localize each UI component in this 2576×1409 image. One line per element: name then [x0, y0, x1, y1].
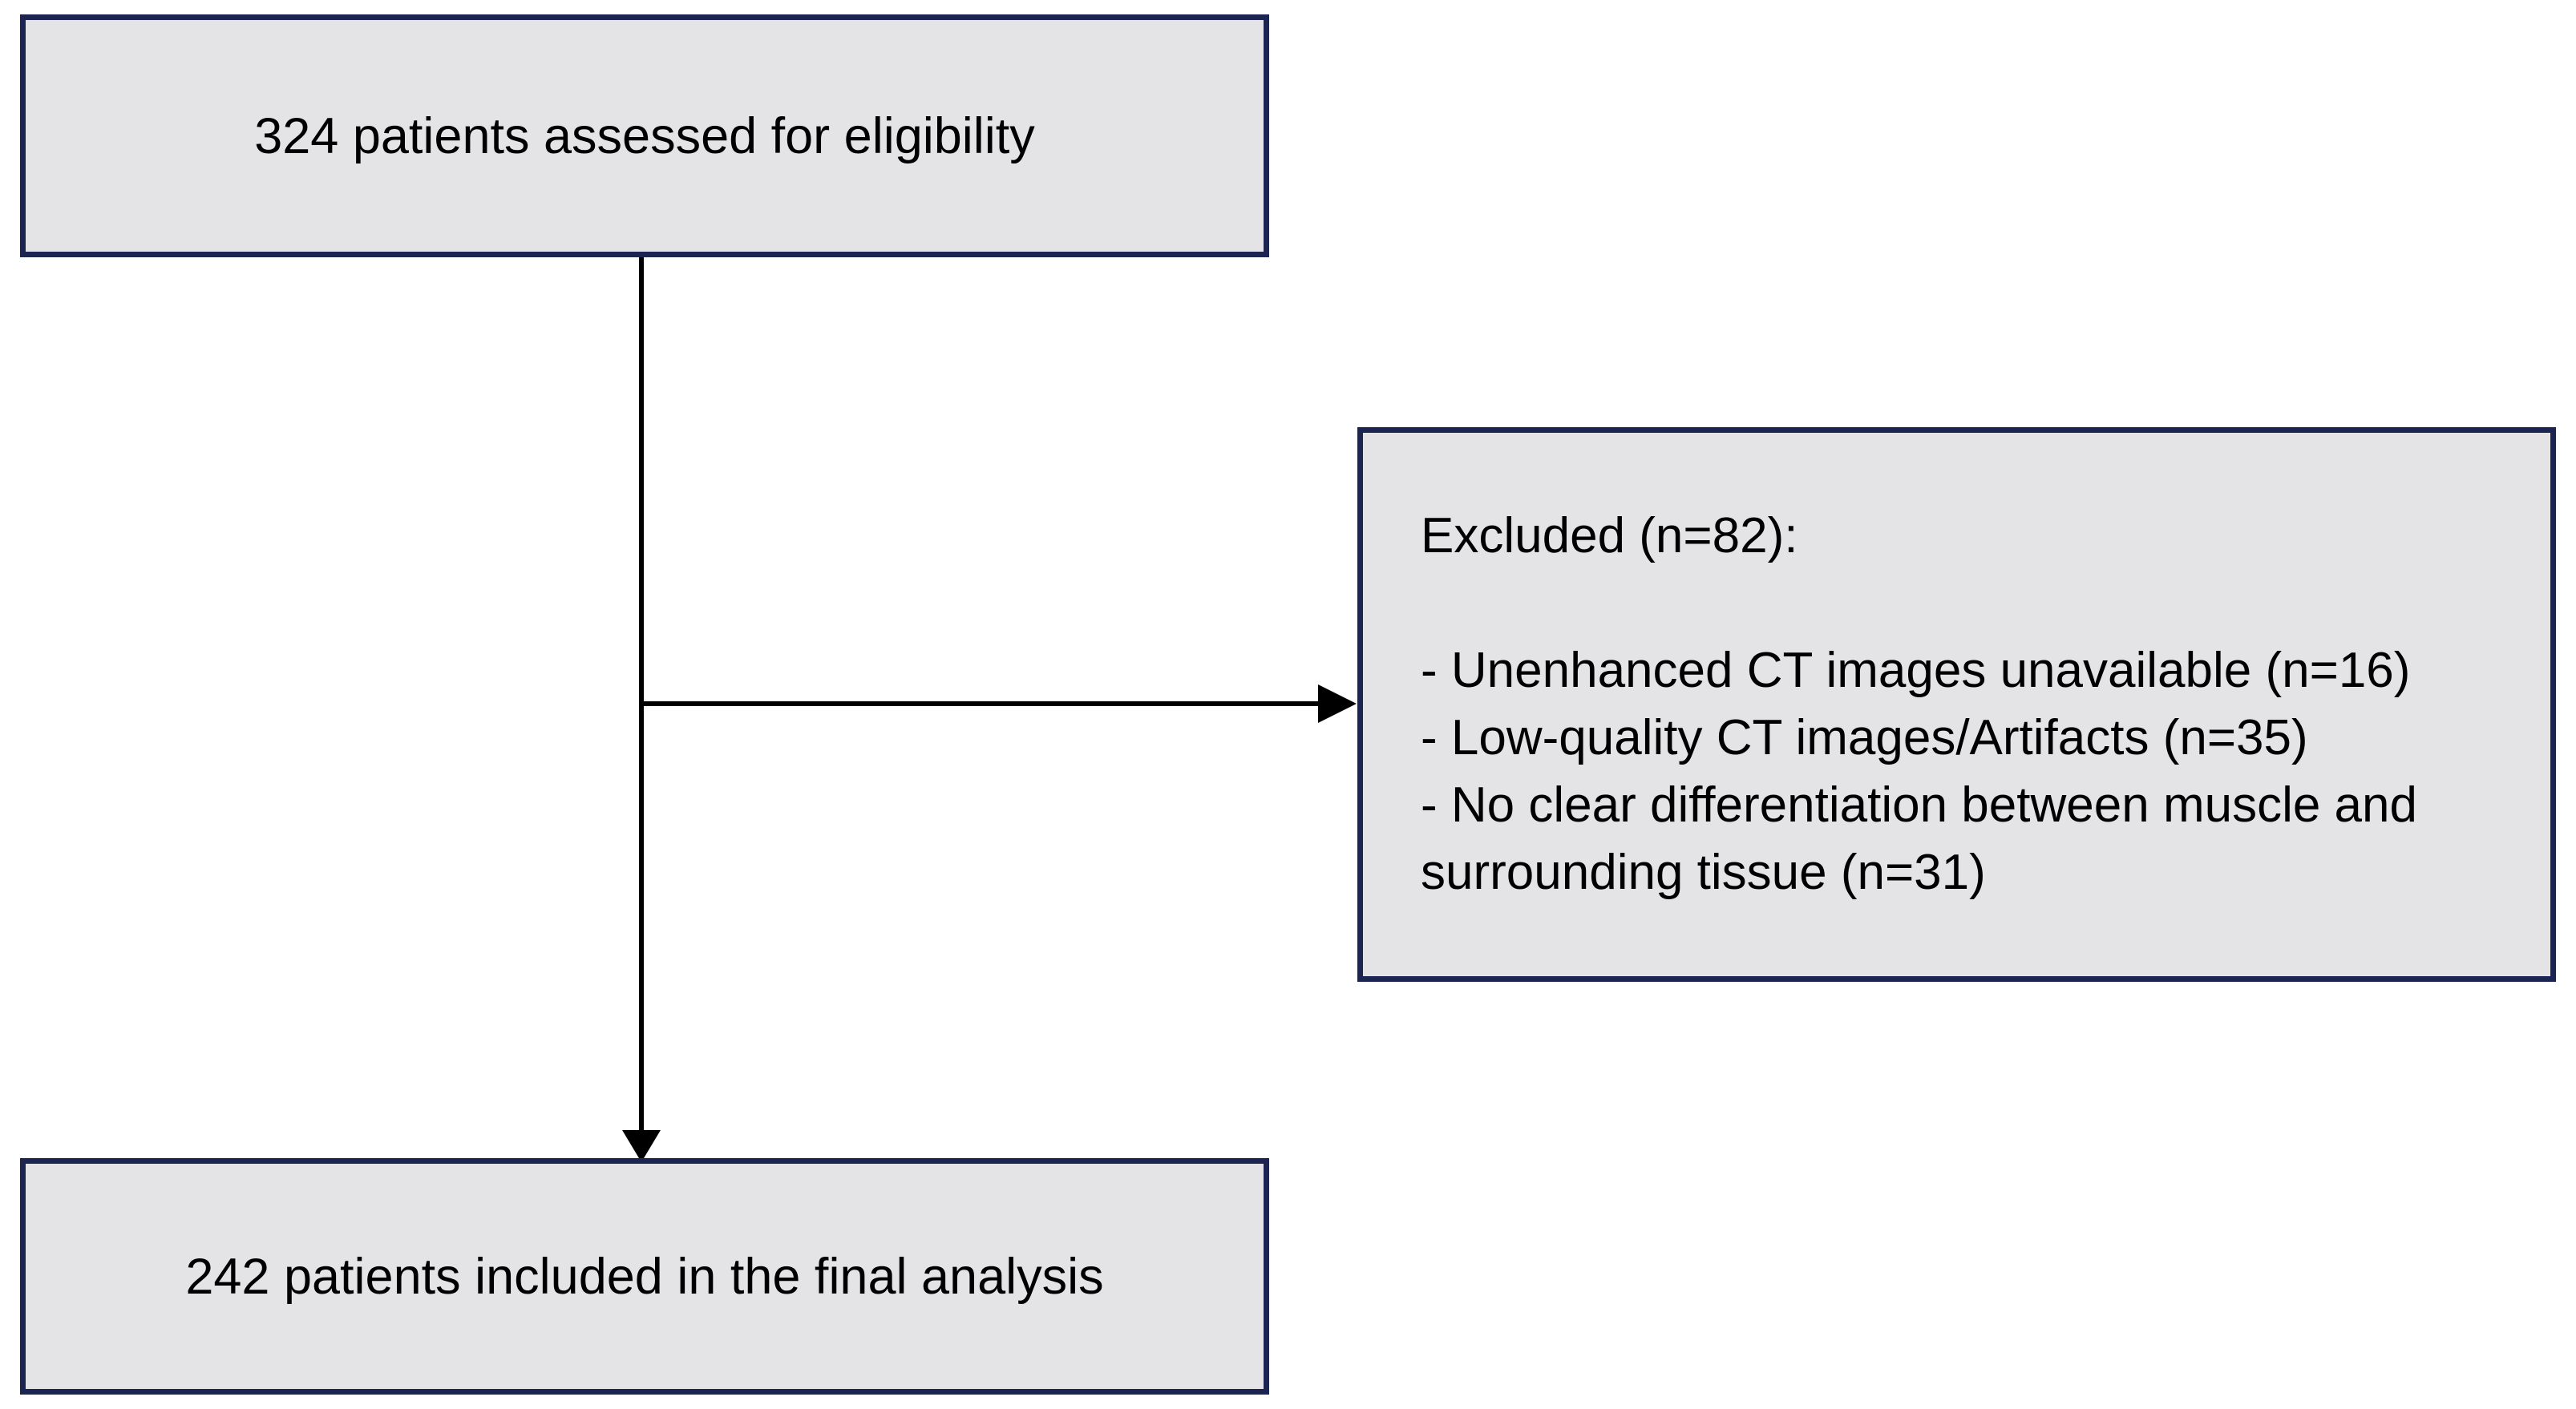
right-arrowhead-icon	[1318, 684, 1357, 723]
node-excluded-item: - Unenhanced CT images unavailable (n=16…	[1421, 643, 2411, 698]
node-assessed-label: 324 patients assessed for eligibility	[254, 107, 1035, 164]
node-excluded-header: Excluded (n=82):	[1421, 508, 1798, 563]
down-arrowhead-icon	[622, 1130, 661, 1162]
node-included-box: 242 patients included in the final analy…	[20, 1158, 1269, 1395]
node-excluded-item: - Low-quality CT images/Artifacts (n=35)	[1421, 710, 2308, 765]
node-included-label: 242 patients included in the final analy…	[185, 1248, 1104, 1305]
node-excluded-item: - No clear differentiation between muscl…	[1421, 777, 2417, 900]
node-assessed-box: 324 patients assessed for eligibility	[20, 14, 1269, 257]
node-excluded-box: Excluded (n=82): - Unenhanced CT images …	[1357, 427, 2556, 982]
